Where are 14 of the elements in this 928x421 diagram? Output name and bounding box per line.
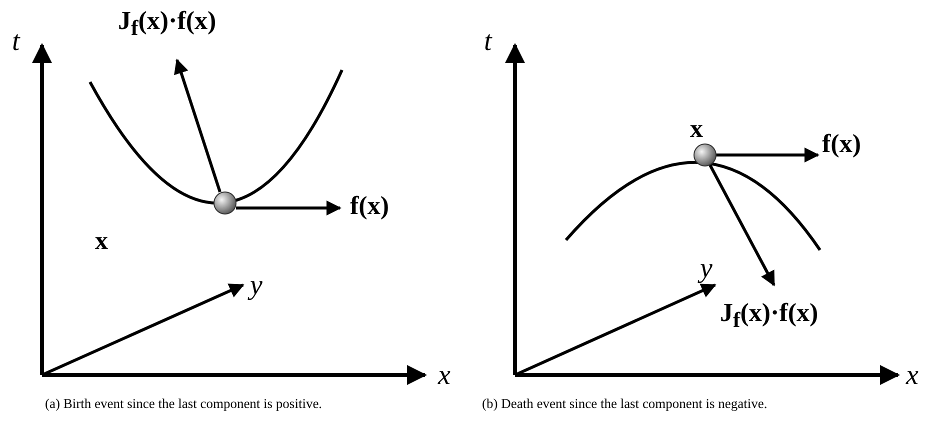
figure-caption: (a) Birth event since the last component is positive. bbox=[45, 397, 322, 410]
axis-label: y bbox=[250, 272, 262, 300]
axis-label: y bbox=[700, 255, 712, 283]
vector-label: J$_{f}$(x)·f(x) bbox=[720, 300, 818, 332]
axis-label: t bbox=[484, 28, 492, 56]
vector-label: f(x) bbox=[350, 193, 389, 219]
point-label: x bbox=[690, 116, 703, 142]
vector-label: J$_{f}$(x)·f(x) bbox=[118, 8, 216, 40]
figure-caption: (b) Death event since the last component is negative. bbox=[482, 397, 768, 410]
vector-label: f(x) bbox=[822, 131, 861, 157]
axis-label: x bbox=[906, 362, 918, 390]
point-label: x bbox=[95, 228, 108, 254]
axis-label: x bbox=[438, 362, 450, 390]
axis-label: t bbox=[12, 28, 20, 56]
